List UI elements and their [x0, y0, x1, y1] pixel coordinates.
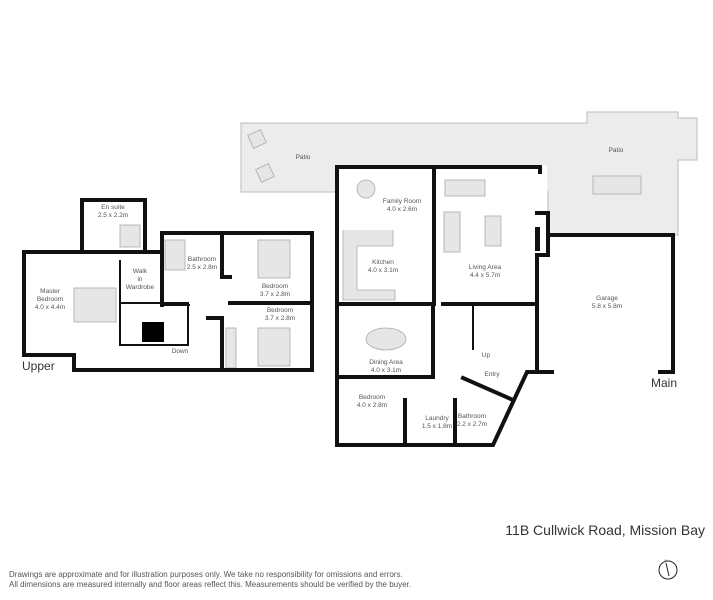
- room-family-size: 4.0 x 2.6m: [387, 206, 417, 213]
- room-bathroom-main-name: Bathroom: [458, 413, 486, 420]
- room-bedroom2-name: Bedroom: [262, 283, 288, 290]
- room-bedroom-main-name: Bedroom: [359, 394, 385, 401]
- room-dining-size: 4.0 x 3.1m: [371, 367, 401, 374]
- room-bathroom-upper-size: 2.5 x 2.8m: [187, 264, 217, 271]
- disclaimer-line-2: All dimensions are measured internally a…: [9, 580, 411, 589]
- dining-table-icon: [592, 175, 642, 195]
- chair-icon: [255, 163, 275, 183]
- room-master-size: 4.0 x 4.4m: [35, 304, 65, 311]
- room-walkin-name2: in: [137, 276, 142, 283]
- room-bedroom-main-size: 4.0 x 2.8m: [357, 402, 387, 409]
- room-bedroom3-name: Bedroom: [267, 307, 293, 314]
- room-garage-name: Garage: [596, 295, 618, 302]
- upper-floor: [22, 198, 314, 372]
- room-bathroom-upper-name: Bathroom: [188, 256, 216, 263]
- chair-icon: [247, 129, 267, 149]
- room-ensuite-size: 2.5 x 2.2m: [98, 212, 128, 219]
- property-address: 11B Cullwick Road, Mission Bay: [505, 522, 705, 538]
- room-walkin-name3: Wardrobe: [126, 284, 155, 291]
- room-master-name: Master: [40, 288, 61, 295]
- room-entry-name: Entry: [484, 371, 500, 378]
- room-laundry-name: Laundry: [425, 415, 449, 422]
- room-living-size: 4.4 x 5.7m: [470, 272, 500, 279]
- room-bathroom-main-size: 2.2 x 2.7m: [457, 421, 487, 428]
- compass-north-icon: N: [658, 558, 678, 580]
- room-bedroom3-size: 3.7 x 2.8m: [265, 315, 295, 322]
- room-garage-size: 5.8 x 5.8m: [592, 303, 622, 310]
- stairs-down-label: Down: [172, 348, 189, 355]
- room-kitchen-name: Kitchen: [372, 259, 394, 266]
- room-bedroom2-size: 3.7 x 2.8m: [260, 291, 290, 298]
- main-floor: [335, 165, 675, 447]
- compass-label: N: [665, 558, 668, 563]
- stairs-up-label: Up: [482, 352, 491, 359]
- room-kitchen-size: 4.0 x 3.1m: [368, 267, 398, 274]
- room-laundry-size: 1.5 x 1.8m: [422, 423, 452, 430]
- room-ensuite-name: En suite: [101, 204, 125, 211]
- room-family-name: Family Room: [383, 198, 421, 205]
- room-master-name2: Bedroom: [37, 296, 63, 303]
- room-walkin-name: Walk: [133, 268, 148, 275]
- disclaimer-line-1: Drawings are approximate and for illustr…: [9, 570, 403, 579]
- room-dining-name: Dining Area: [369, 359, 403, 366]
- room-patio-right: Patio: [609, 147, 624, 154]
- floor-label-main: Main: [651, 376, 677, 390]
- floor-label-upper: Upper: [22, 359, 55, 373]
- stair-block: [142, 322, 164, 342]
- room-patio-left: Patio: [296, 154, 311, 161]
- room-living-name: Living Area: [469, 264, 502, 271]
